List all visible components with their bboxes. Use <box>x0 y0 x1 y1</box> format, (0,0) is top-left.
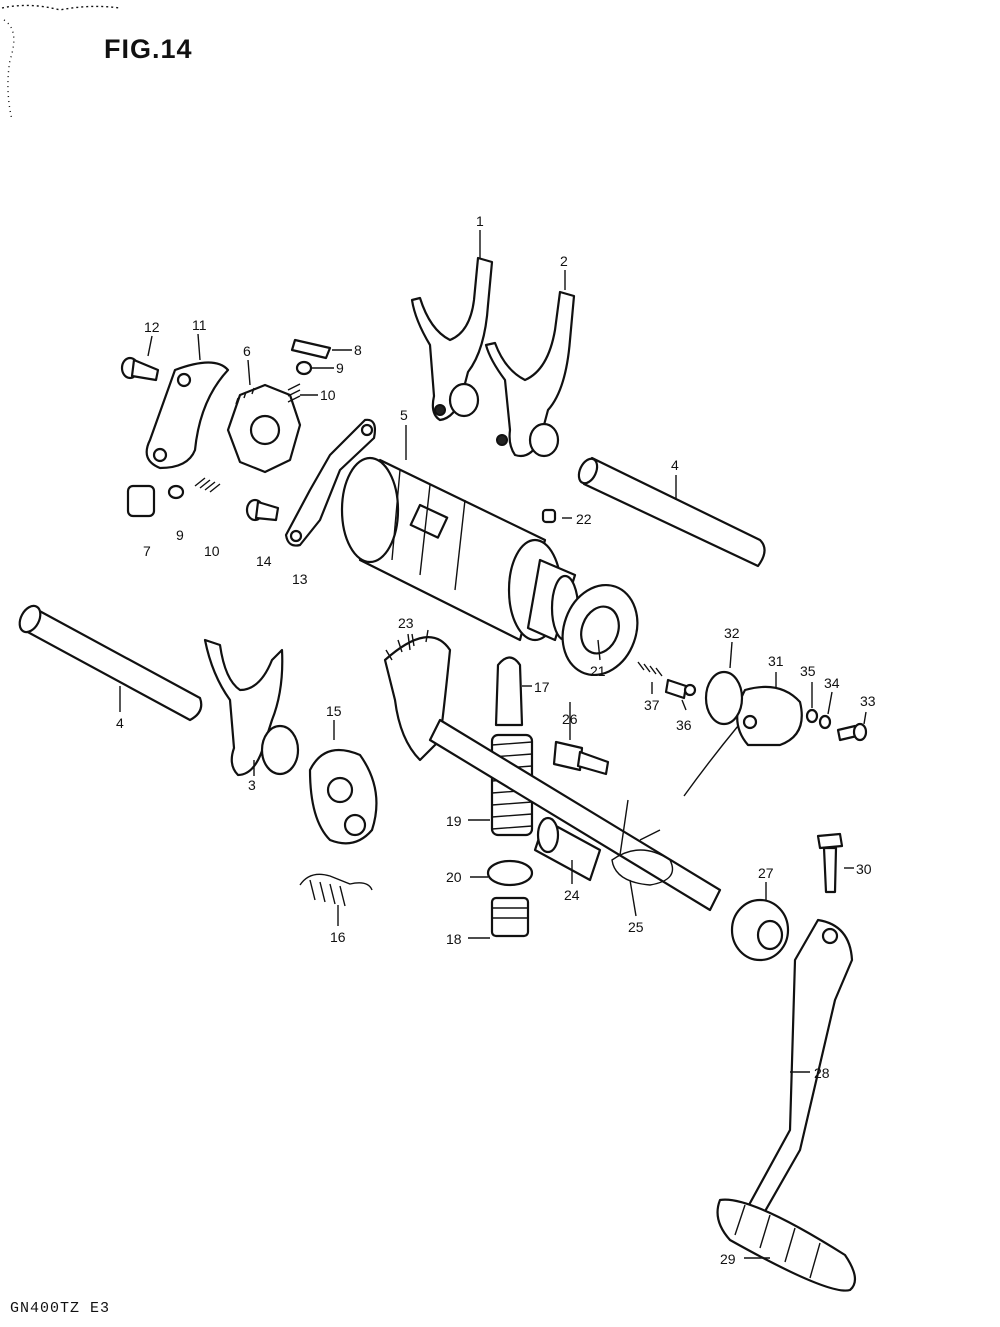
callout-22: 22 <box>576 511 592 527</box>
callout-10-upper: 10 <box>320 387 336 403</box>
scan-smudge <box>1 4 121 121</box>
part-pedal-rubber-29 <box>716 1198 857 1292</box>
part-pin-17 <box>494 656 524 727</box>
callout-32: 32 <box>724 625 740 641</box>
part-spring-10-lower <box>194 477 221 493</box>
part-washer-20 <box>486 859 534 887</box>
part-washer-35 <box>805 708 819 724</box>
part-shift-fork-3 <box>203 638 300 777</box>
callout-19: 19 <box>446 813 462 829</box>
part-plate-21 <box>561 583 639 677</box>
part-plug-18 <box>490 896 530 938</box>
callout-33: 33 <box>860 693 876 709</box>
callout-1: 1 <box>476 213 484 229</box>
callout-4-lower: 4 <box>116 715 124 731</box>
callout-16: 16 <box>330 929 346 945</box>
part-spring-10-upper <box>287 383 301 403</box>
callout-37: 37 <box>644 697 660 713</box>
callout-35: 35 <box>800 663 816 679</box>
callout-31: 31 <box>768 653 784 669</box>
callout-labels: 1 2 3 4 4 5 6 7 8 9 9 10 10 11 12 13 14 … <box>116 213 876 1267</box>
callout-5: 5 <box>400 407 408 423</box>
part-shift-fork-1 <box>410 256 494 422</box>
part-shift-fork-2 <box>484 290 576 458</box>
part-spring-37 <box>637 661 663 677</box>
part-gear-shift-shaft <box>428 718 722 912</box>
callout-8: 8 <box>354 342 362 358</box>
part-contact-36 <box>664 678 697 700</box>
part-collar-24 <box>533 816 602 882</box>
callout-7: 7 <box>143 543 151 559</box>
callout-9-upper: 9 <box>336 360 344 376</box>
callout-11: 11 <box>192 317 207 333</box>
part-bolt-26 <box>552 740 610 776</box>
part-shift-cam-15 <box>308 748 378 845</box>
callout-24: 24 <box>564 887 580 903</box>
part-screw-14 <box>245 498 280 522</box>
callout-12: 12 <box>144 319 160 335</box>
callout-2: 2 <box>560 253 568 269</box>
part-neutral-switch-31 <box>683 685 803 797</box>
callout-6: 6 <box>243 343 251 359</box>
callout-13: 13 <box>292 571 308 587</box>
part-block-7 <box>126 484 156 518</box>
part-shift-drum-5 <box>340 456 580 642</box>
part-fork-shaft-upper <box>577 456 766 568</box>
part-plate-13 <box>284 418 377 547</box>
callout-20: 20 <box>446 869 462 885</box>
part-pin-22 <box>541 508 557 524</box>
part-bearing-27 <box>730 898 790 962</box>
callout-9-lower: 9 <box>176 527 184 543</box>
part-pin-9-upper <box>295 360 313 376</box>
part-o-ring-32 <box>704 670 744 726</box>
callout-29: 29 <box>720 1251 736 1267</box>
callout-21: 21 <box>590 663 606 679</box>
part-pin-9-lower <box>167 484 185 500</box>
part-return-spring-25 <box>611 799 674 886</box>
callout-15: 15 <box>326 703 342 719</box>
callout-10-lower: 10 <box>204 543 220 559</box>
callout-18: 18 <box>446 931 462 947</box>
callout-25: 25 <box>628 919 644 935</box>
part-pin-8 <box>290 338 332 360</box>
callout-34: 34 <box>824 675 840 691</box>
part-spring-16 <box>299 873 373 907</box>
callout-3: 3 <box>248 777 256 793</box>
model-code: GN400TZ E3 <box>10 1300 111 1317</box>
part-screw-33 <box>836 722 868 742</box>
callout-17: 17 <box>534 679 550 695</box>
part-bolt-30 <box>816 832 844 894</box>
callout-36: 36 <box>676 717 692 733</box>
callout-23: 23 <box>398 615 414 631</box>
callout-leaders <box>119 230 867 1259</box>
callout-14: 14 <box>256 553 272 569</box>
callout-30: 30 <box>856 861 872 877</box>
part-stopper-plate-11 <box>145 361 230 470</box>
figure-title: FIG.14 <box>104 34 193 64</box>
callout-4-upper: 4 <box>671 457 679 473</box>
callout-26: 26 <box>562 711 578 727</box>
part-screw-12 <box>120 356 160 382</box>
part-gear-segment-23 <box>383 629 452 762</box>
part-washer-34 <box>818 714 832 730</box>
part-fork-shaft-lower <box>18 604 203 722</box>
callout-28: 28 <box>814 1065 830 1081</box>
part-cam-6 <box>226 383 302 474</box>
callout-27: 27 <box>758 865 774 881</box>
